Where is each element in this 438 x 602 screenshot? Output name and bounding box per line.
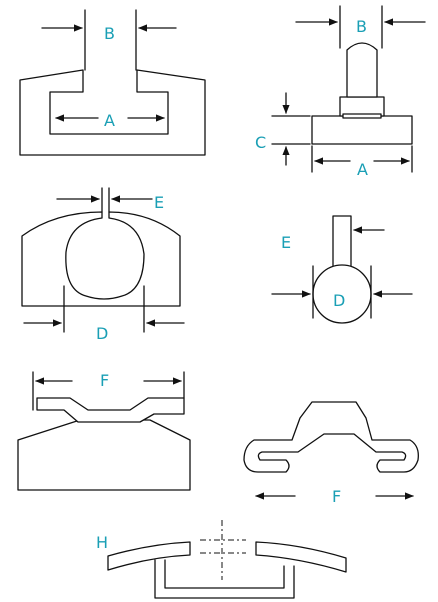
label-e: E [281,233,291,252]
label-d: D [96,324,108,343]
label-f: F [100,371,109,390]
base-block [17,419,191,491]
rail-right [255,541,347,573]
bolt-shank [346,42,378,98]
label-b: B [104,24,115,43]
profile-4-round-stud: E D [271,215,413,324]
channel-body [19,69,206,156]
clip-strip [36,397,185,423]
wide-clip [243,401,419,473]
profile-7-curved-rail: H [96,520,347,599]
label-h: H [96,533,108,552]
label-d: D [333,291,345,310]
profile-1-channel: B A [19,9,206,156]
profile-2-t-bolt: B C A [255,5,426,179]
label-b: B [356,17,367,36]
label-a: A [104,111,115,130]
bolt-collar [342,113,382,119]
label-f: F [332,487,341,506]
label-c: C [255,133,266,152]
keyhole-body [21,211,181,307]
rail-left [107,541,191,571]
label-a: A [357,160,368,179]
profile-5-clip-base: F [17,371,191,491]
bolt-neck [339,96,385,117]
hat-channel [154,559,295,599]
bolt-base [311,115,413,145]
profile-3-keyhole-block: E D [21,187,185,343]
stud-shank [332,215,352,269]
label-e: E [154,193,164,212]
profile-6-wide-clip: F [243,401,419,506]
